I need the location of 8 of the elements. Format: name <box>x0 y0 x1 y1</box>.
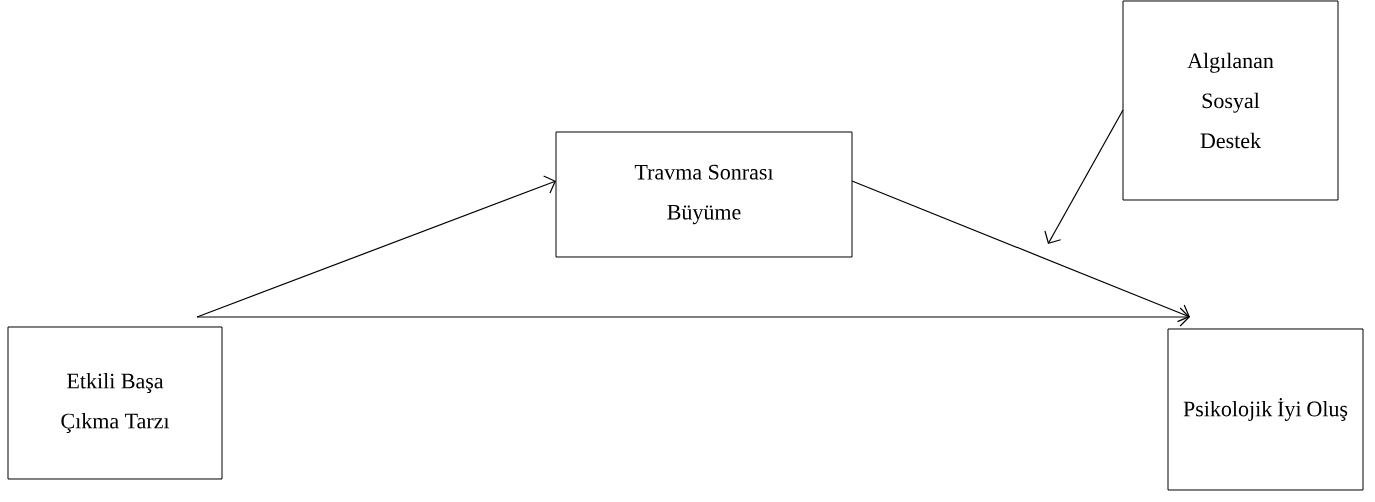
variable-box: Psikolojik İyi Oluş <box>1167 328 1364 491</box>
arrow <box>196 307 1190 327</box>
arrow <box>196 175 556 318</box>
arrow <box>1044 109 1124 244</box>
variable-box: Travma Sonrası Büyüme <box>555 131 853 258</box>
arrow <box>851 180 1190 323</box>
variable-box: Etkili Başa Çıkma Tarzı <box>7 326 223 480</box>
variable-box: Algılanan Sosyal Destek <box>1122 0 1339 201</box>
